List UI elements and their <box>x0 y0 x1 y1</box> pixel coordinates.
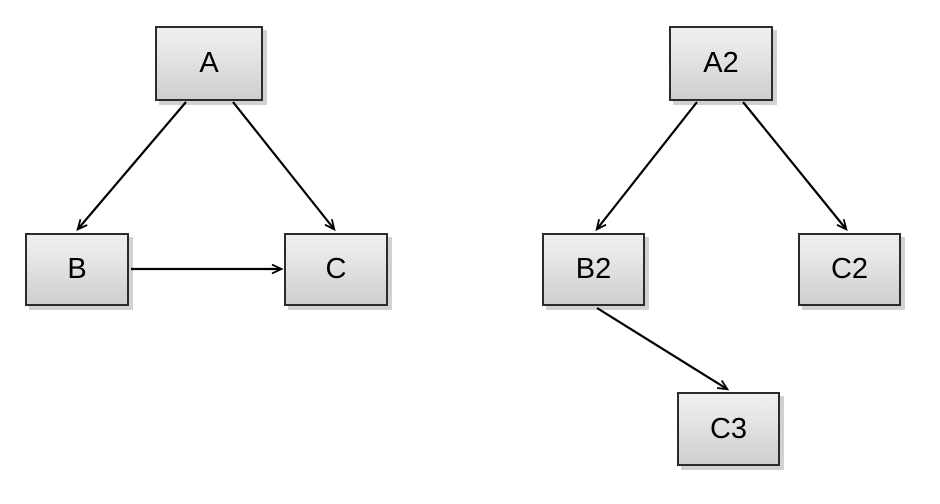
node-a[interactable]: A <box>155 26 263 101</box>
node-c2[interactable]: C2 <box>798 233 901 306</box>
node-c3-label: C3 <box>709 412 748 445</box>
edge-b2-to-c3 <box>596 307 727 389</box>
node-a-label: A <box>199 47 219 79</box>
node-c2-label: C2 <box>830 253 869 285</box>
node-a2-label: A2 <box>703 47 739 79</box>
node-b-label: B <box>67 253 87 285</box>
node-b2-label: B2 <box>575 253 612 285</box>
node-c-label: C <box>325 253 347 285</box>
edge-a2-to-b2 <box>597 101 698 229</box>
node-b2[interactable]: B2 <box>542 233 645 306</box>
edge-a2-to-c2 <box>742 101 846 229</box>
node-c3[interactable]: C3 <box>677 392 780 466</box>
edge-a-to-b <box>78 101 187 229</box>
node-b[interactable]: B <box>25 233 129 306</box>
node-a2[interactable]: A2 <box>669 26 773 101</box>
node-c[interactable]: C <box>284 233 388 306</box>
edge-a-to-c <box>232 101 334 229</box>
